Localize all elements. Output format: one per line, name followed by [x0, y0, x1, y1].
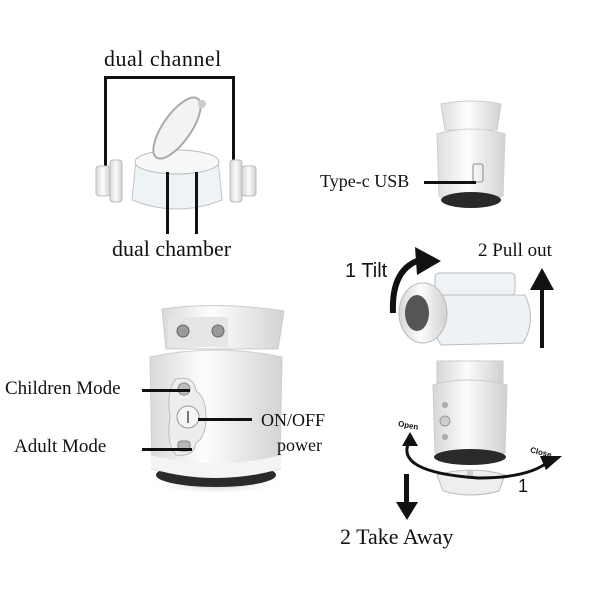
channel-bracket-top	[104, 76, 234, 79]
channel-bracket-left	[104, 76, 107, 166]
adult-mode-label: Adult Mode	[14, 436, 107, 457]
rotate-arrow-icon	[402, 432, 562, 480]
chamber-pointer-left	[166, 172, 169, 234]
device-front-illustration	[146, 304, 286, 495]
power-label-line2: power	[277, 435, 322, 455]
power-pointer	[198, 418, 252, 421]
type-c-usb-label: Type-c USB	[320, 171, 410, 191]
channel-bracket-right	[232, 76, 235, 166]
tilt-arrow-icon	[389, 247, 441, 314]
rotate-step-label: 1	[518, 476, 529, 496]
pull-out-label: 2 Pull out	[478, 240, 552, 261]
chamber-pointer-right	[195, 172, 198, 234]
children-mode-pointer	[142, 389, 190, 392]
take-away-arrow-icon	[396, 474, 418, 520]
nebulizer-cup-illustration	[95, 96, 257, 210]
usb-pointer	[424, 181, 476, 184]
device-exploded-illustration	[398, 272, 531, 496]
dual-channel-label: dual channel	[104, 46, 222, 71]
pull-out-arrow-icon	[530, 268, 554, 348]
children-mode-label: Children Mode	[5, 378, 121, 399]
dual-chamber-label: dual chamber	[112, 236, 232, 261]
take-away-label: 2 Take Away	[340, 524, 454, 549]
adult-mode-pointer	[142, 448, 192, 451]
tilt-label: 1 Tilt	[345, 260, 388, 282]
device-side-usb-illustration	[436, 100, 506, 208]
power-label-line1: ON/OFF	[261, 410, 326, 430]
